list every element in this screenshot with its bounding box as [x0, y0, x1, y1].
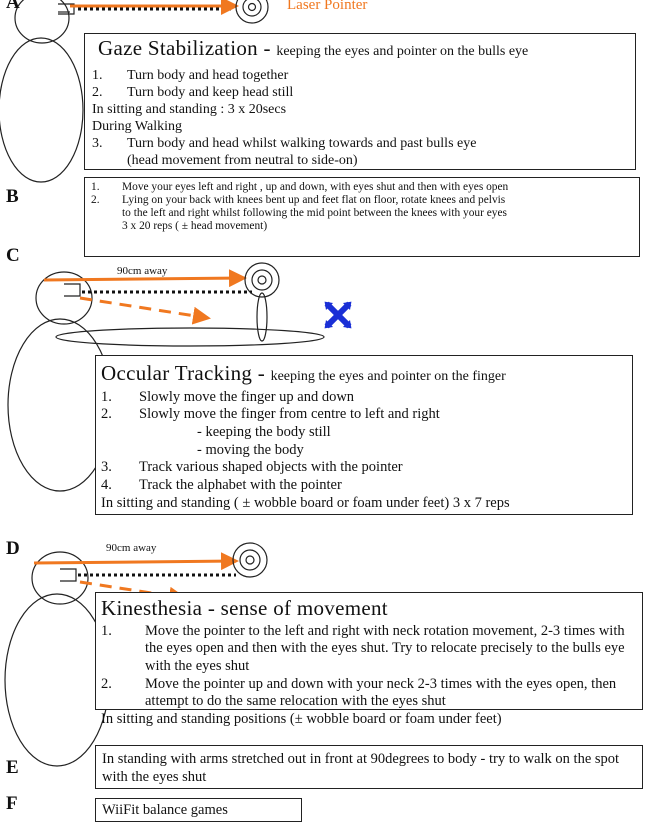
- kinesthesia-title: Kinesthesia - sense of movement: [101, 596, 634, 622]
- figure-a: [0, 0, 83, 182]
- title-main: Occular Tracking -: [101, 361, 271, 385]
- bullseye-target-d: [233, 543, 267, 577]
- item-number: 1.: [91, 181, 122, 194]
- item-text: Move the pointer up and down with your n…: [145, 676, 634, 711]
- head-d: [32, 552, 88, 604]
- item-continuation: 3 x 20 reps ( ± head movement): [91, 220, 635, 233]
- figure-d: [5, 552, 109, 766]
- box-text: In standing with arms stretched out in f…: [102, 750, 642, 786]
- item-number: 3.: [101, 459, 139, 477]
- item-note: (head movement from neutral to side-on): [92, 152, 635, 169]
- item-text: Slowly move the finger up and down: [139, 389, 632, 407]
- arms-stretched-box: In standing with arms stretched out in f…: [95, 745, 643, 789]
- footer-line: In sitting and standing positions (± wob…: [101, 711, 634, 729]
- footer-line: In sitting and standing ( ± wobble board…: [101, 495, 632, 513]
- item-number: 4.: [101, 477, 139, 495]
- kinesthesia-box: Kinesthesia - sense of movement 1. Move …: [95, 592, 643, 710]
- head-a: [15, 0, 69, 43]
- item-text: Track the alphabet with the pointer: [139, 477, 632, 495]
- item-text: Slowly move the finger from centre to le…: [139, 406, 632, 424]
- list-item: 2. Move the pointer up and down with you…: [101, 676, 634, 711]
- distance-label-d: 90cm away: [106, 542, 156, 554]
- section-letter-d: D: [6, 538, 20, 560]
- list-item: 1. Slowly move the finger up and down: [101, 389, 632, 407]
- gaze-stabilization-box: Gaze Stabilization - keeping the eyes an…: [84, 33, 636, 170]
- item-text: Move your eyes left and right , up and d…: [122, 181, 635, 194]
- cross-arrows-icon: [311, 288, 365, 342]
- body-a: [0, 38, 83, 182]
- item-text: Track various shaped objects with the po…: [139, 459, 632, 477]
- gaze-stabilization-title: Gaze Stabilization - keeping the eyes an…: [98, 36, 635, 62]
- item-text: Turn body and head whilst walking toward…: [127, 135, 635, 152]
- bullseye-target-a: [236, 0, 268, 23]
- list-item: 2. Turn body and keep head still: [92, 84, 635, 101]
- item-text: Move the pointer to the left and right w…: [145, 623, 634, 676]
- laser-pointer-label: Laser Pointer: [287, 0, 367, 14]
- list-item: 1. Move your eyes left and right , up an…: [91, 181, 635, 194]
- item-number: 1.: [101, 623, 145, 676]
- section-letter-e: E: [6, 757, 19, 779]
- item-number: 2.: [101, 406, 139, 424]
- item-text: Turn body and head together: [127, 67, 635, 84]
- title-sub: keeping the eyes and pointer on the fing…: [271, 369, 506, 384]
- list-item: 3. Turn body and head whilst walking tow…: [92, 135, 635, 152]
- distance-label-c: 90cm away: [117, 265, 167, 277]
- section-letter-a: A: [6, 0, 20, 14]
- list-item: 1. Turn body and head together: [92, 67, 635, 84]
- surface-ellipse-c: [56, 328, 324, 346]
- list-item: 1. Move the pointer to the left and righ…: [101, 623, 634, 676]
- during-walking-line: During Walking: [92, 118, 635, 135]
- item-text: Turn body and keep head still: [127, 84, 635, 101]
- laser-beam-a: [70, 6, 236, 9]
- item-number: 2.: [92, 84, 127, 101]
- box-text: WiiFit balance games: [102, 802, 301, 820]
- item-number: 1.: [101, 389, 139, 407]
- eye-movement-box: 1. Move your eyes left and right , up an…: [84, 177, 640, 257]
- item-continuation: to the left and right whilst following t…: [91, 207, 635, 220]
- occular-tracking-box: Occular Tracking - keeping the eyes and …: [95, 355, 633, 515]
- sub-item: - moving the body: [101, 442, 632, 460]
- sub-item: - keeping the body still: [101, 424, 632, 442]
- section-letter-b: B: [6, 186, 19, 208]
- item-number: 1.: [92, 67, 127, 84]
- item-number: 2.: [101, 676, 145, 711]
- item-number: 3.: [92, 135, 127, 152]
- section-letter-f: F: [6, 793, 18, 815]
- list-item: 3. Track various shaped objects with the…: [101, 459, 632, 477]
- wiifit-box: WiiFit balance games: [95, 798, 302, 822]
- bullseye-target-c: [245, 263, 279, 297]
- item-number: 2.: [91, 194, 122, 207]
- list-item: 2. Lying on your back with knees bent up…: [91, 194, 635, 207]
- finger-c: [257, 293, 267, 341]
- sitting-standing-line: In sitting and standing : 3 x 20secs: [92, 101, 635, 118]
- list-item: 4. Track the alphabet with the pointer: [101, 477, 632, 495]
- section-letter-c: C: [6, 245, 20, 267]
- body-d: [5, 594, 109, 766]
- title-sub: keeping the eyes and pointer on the bull…: [276, 44, 528, 59]
- item-text: Lying on your back with knees bent up an…: [122, 194, 635, 207]
- title-main: Gaze Stabilization -: [98, 36, 276, 60]
- occular-tracking-title: Occular Tracking - keeping the eyes and …: [101, 361, 632, 387]
- list-item: 2. Slowly move the finger from centre to…: [101, 406, 632, 424]
